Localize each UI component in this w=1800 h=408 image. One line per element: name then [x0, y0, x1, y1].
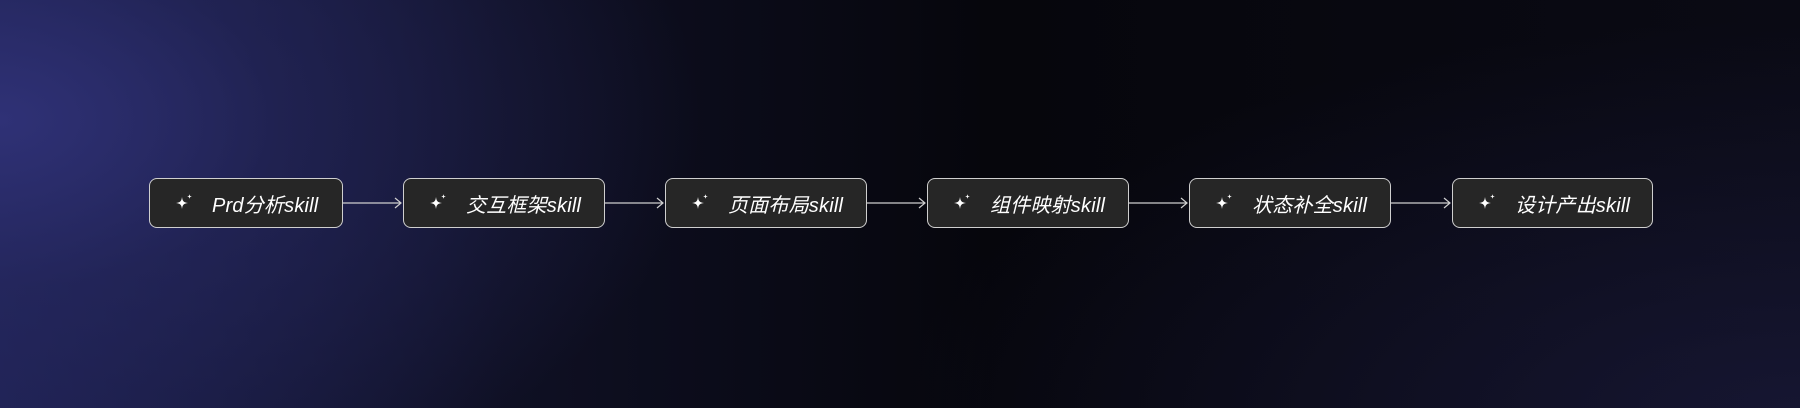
arrow-icon: [867, 197, 926, 209]
sparkle-icon: [954, 194, 970, 209]
sparkle-icon: [1216, 194, 1232, 209]
step-prd-analysis: Prd分析skill: [149, 178, 343, 228]
arrow-icon: [605, 197, 664, 209]
step-design-output: 设计产出skill: [1452, 178, 1653, 228]
arrow-icon: [1391, 197, 1451, 209]
arrow-icon: [1129, 197, 1188, 209]
sparkle-icon: [692, 194, 708, 209]
step-page-layout: 页面布局skill: [665, 178, 867, 228]
step-state-completion: 状态补全skill: [1189, 178, 1391, 228]
step-label: 状态补全skill: [1252, 194, 1368, 217]
step-component-mapping: 组件映射skill: [927, 178, 1129, 228]
step-label: 组件映射skill: [990, 194, 1106, 217]
sparkle-icon: [430, 194, 446, 209]
arrow-icon: [343, 197, 402, 209]
step-label: 页面布局skill: [728, 194, 844, 217]
step-label: Prd分析skill: [212, 194, 319, 217]
step-label: 设计产出skill: [1515, 194, 1631, 217]
step-label: 交互框架skill: [466, 194, 582, 217]
sparkle-icon: [1479, 194, 1495, 209]
step-interaction-framework: 交互框架skill: [403, 178, 605, 228]
sparkle-icon: [176, 194, 192, 209]
